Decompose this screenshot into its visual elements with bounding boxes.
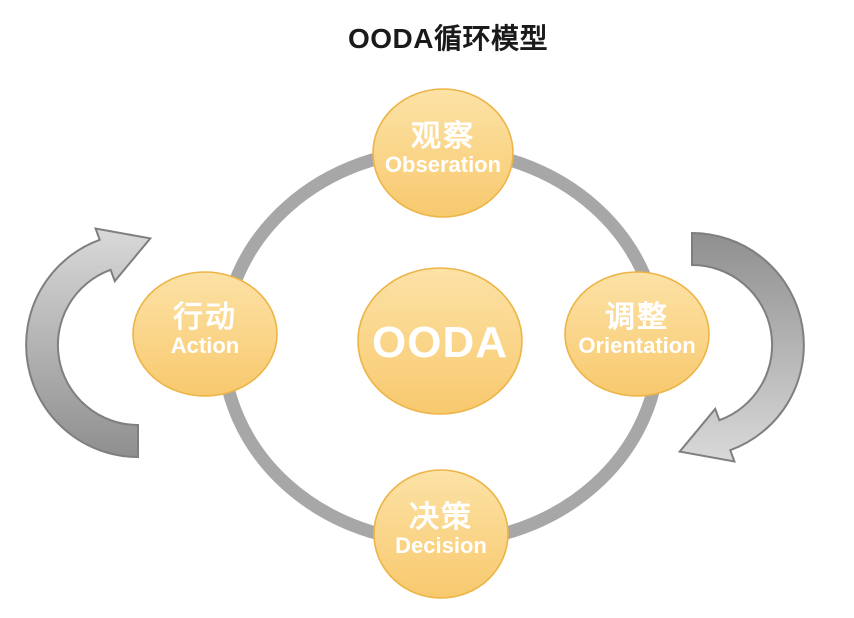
node-orient-circle <box>564 271 710 397</box>
node-decide-label-en: Decision <box>395 533 487 558</box>
cycle-arrow-left-icon <box>25 227 153 459</box>
cycle-arrow-right-icon <box>677 231 805 463</box>
node-act-circle <box>132 271 278 397</box>
node-decide-circle <box>373 469 509 599</box>
node-orient-label-en: Orientation <box>578 333 695 358</box>
node-act: 行动 Action <box>132 271 278 397</box>
node-act-label-zh: 行动 <box>172 301 237 334</box>
node-observe: 观察 Obseration <box>372 88 514 218</box>
node-decide: 决策 Decision <box>373 469 509 599</box>
node-center: OODA <box>357 267 523 415</box>
node-observe-label-en: Obseration <box>385 152 501 177</box>
node-observe-circle <box>372 88 514 218</box>
node-observe-label-zh: 观察 <box>411 119 475 153</box>
node-center-label: OODA <box>372 318 508 367</box>
node-center-circle <box>357 267 523 415</box>
node-orient-label-zh: 调整 <box>605 301 669 334</box>
node-act-label-en: Action <box>171 333 239 358</box>
page-title: OODA循环模型 <box>347 23 549 54</box>
node-decide-label-zh: 决策 <box>409 500 473 534</box>
node-orient: 调整 Orientation <box>564 271 710 397</box>
